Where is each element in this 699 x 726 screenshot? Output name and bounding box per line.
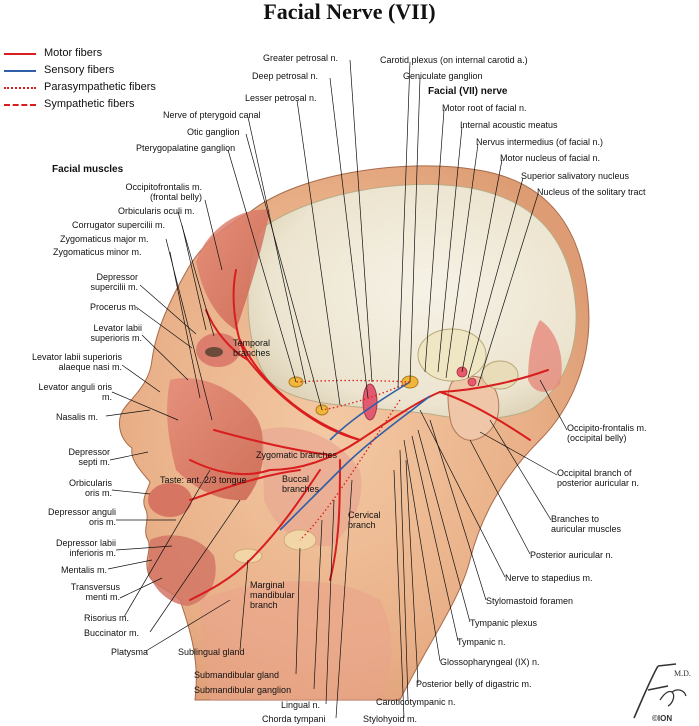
label-posterior-belly-digastric: Posterior belly of digastric m. [416, 679, 532, 689]
label-lesser-petrosal: Lesser petrosal n. [245, 93, 317, 103]
label-orbicularis-oculi: Orbicularis oculi m. [118, 206, 195, 216]
label-tympanic-n: Tympanic n. [457, 637, 506, 647]
label-posterior-auricular: Posterior auricular n. [530, 550, 614, 560]
label-branches-auricular: Branches to auricular muscles [551, 514, 622, 534]
legend-label: Parasympathetic fibers [44, 81, 156, 93]
label-mentalis: Mentalis m. [61, 565, 108, 575]
legend-swatch-parasympathetic [4, 87, 36, 89]
label-transversus-menti: Transversus menti m. [70, 582, 120, 602]
copyright-mark: ©ION [652, 714, 673, 723]
label-levator-labii-alaeque: Levator labii superioris alaeque nasi m. [31, 352, 122, 372]
label-occipital-branch: Occipital branch of posterior auricular … [557, 468, 640, 488]
label-geniculate-ganglion: Geniculate ganglion [403, 71, 483, 81]
label-occipitofrontalis-occipital: Occipito-frontalis m. (occipital belly) [567, 423, 647, 443]
label-orbicularis-oris: Orbicularis oris m. [68, 478, 112, 498]
label-nervus-intermedius: Nervus intermedius (of facial n.) [476, 137, 604, 147]
svg-text:M.D.: M.D. [674, 669, 691, 678]
label-zygomaticus-minor: Zygomaticus minor m. [53, 247, 142, 257]
label-nasalis: Nasalis m. [56, 412, 99, 422]
label-zygomaticus-major: Zygomaticus major m. [60, 234, 149, 244]
label-procerus: Procerus m. [90, 302, 139, 312]
petrous-bone [417, 328, 487, 382]
legend-swatch-sensory [4, 70, 36, 72]
label-buccinator: Buccinator m. [84, 628, 140, 638]
label-cervical-branch: Cervical branch [348, 510, 381, 530]
label-risorius: Risorius m. [84, 613, 130, 623]
legend-label: Sympathetic fibers [44, 98, 135, 110]
label-otic-ganglion: Otic ganglion [187, 127, 240, 137]
facial-nerve-heading: Facial (VII) nerve [428, 86, 508, 97]
label-zygomatic-branches: Zygomatic branches [256, 450, 338, 460]
label-superior-salivatory: Superior salivatory nucleus [521, 171, 630, 181]
legend-label: Sensory fibers [44, 64, 115, 76]
label-depressor-supercilii: Depressor supercilii m. [90, 272, 138, 292]
eye [205, 347, 223, 357]
label-glossopharyngeal: Glossopharyngeal (IX) n. [440, 657, 540, 667]
label-depressor-anguli: Depressor anguli oris m. [47, 507, 116, 527]
diagram-title: Facial Nerve (VII) [263, 0, 436, 24]
label-motor-root: Motor root of facial n. [442, 103, 527, 113]
label-levator-labii-sup: Levator labii superioris m. [90, 323, 142, 343]
label-chorda-tympani: Chorda tympani [262, 714, 326, 724]
label-nerve-stapedius: Nerve to stapedius m. [505, 573, 593, 583]
label-taste: Taste: ant. 2/3 tongue [160, 475, 247, 485]
label-platysma: Platysma [111, 647, 149, 657]
label-occipitofrontalis-frontal: Occipitofrontalis m. (frontal belly) [125, 182, 202, 202]
label-lingual: Lingual n. [281, 700, 321, 710]
label-temporal-branches: Temporal branches [233, 338, 271, 358]
label-caroticotympanic: Caroticotympanic n. [376, 697, 456, 707]
orbicularis-oris-area [148, 483, 192, 517]
label-marginal-mandibular: Marginal mandibular branch [250, 580, 295, 610]
legend-label: Motor fibers [44, 47, 103, 59]
label-pterygopalatine-ganglion: Pterygopalatine ganglion [136, 143, 236, 153]
carotid-artery-shape [362, 383, 378, 421]
label-levator-anguli: Levator anguli oris m. [38, 382, 112, 402]
label-internal-acoustic-meatus: Internal acoustic meatus [460, 120, 558, 130]
label-sublingual-gland: Sublingual gland [178, 647, 245, 657]
label-deep-petrosal: Deep petrosal n. [252, 71, 319, 81]
label-motor-nucleus: Motor nucleus of facial n. [500, 153, 601, 163]
label-depressor-labii-inf: Depressor labii inferioris m. [55, 538, 116, 558]
label-tympanic-plexus: Tympanic plexus [470, 618, 538, 628]
label-buccal-branches: Buccal branches [282, 474, 320, 494]
label-carotid-plexus: Carotid plexus (on internal carotid a.) [380, 55, 528, 65]
label-stylomastoid: Stylomastoid foramen [486, 596, 574, 606]
facial-muscles-heading: Facial muscles [52, 164, 124, 175]
netter-signature: M.D. [633, 663, 691, 719]
label-depressor-septi: Depressor septi m. [68, 447, 110, 467]
label-corrugator: Corrugator supercilii m. [72, 220, 166, 230]
label-nucleus-solitary: Nucleus of the solitary tract [537, 187, 646, 197]
legend-swatch-sympathetic [4, 104, 36, 106]
label-nerve-pterygoid-canal: Nerve of pterygoid canal [163, 110, 261, 120]
label-submandibular-gland: Submandibular gland [194, 670, 280, 680]
legend-swatch-motor [4, 53, 36, 55]
label-greater-petrosal: Greater petrosal n. [263, 53, 339, 63]
label-stylohyoid: Stylohyoid m. [363, 714, 418, 724]
label-submandibular-ganglion: Submandibular ganglion [194, 685, 292, 695]
